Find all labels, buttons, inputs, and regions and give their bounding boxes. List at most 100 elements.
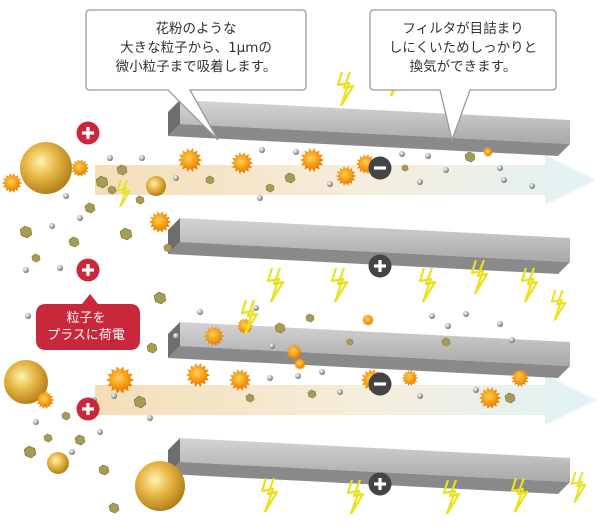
small-particle-icon xyxy=(147,415,153,421)
callout-right-line3: 換気ができます。 xyxy=(409,59,517,75)
plus-icon xyxy=(368,254,392,278)
small-particle-icon xyxy=(107,155,113,161)
lightning-icon xyxy=(346,480,365,514)
olive-particle-icon xyxy=(245,393,255,403)
olive-particle-icon xyxy=(95,175,109,189)
olive-particle-icon xyxy=(74,434,86,446)
olive-particle-icon xyxy=(119,227,133,241)
small-particle-icon xyxy=(257,195,263,201)
spiky-particle-icon xyxy=(229,369,251,391)
olive-particle-icon xyxy=(98,464,110,476)
olive-particle-icon xyxy=(274,322,286,334)
callout-right-line2: しにくいためしっかりと xyxy=(388,40,538,56)
small-particle-icon xyxy=(49,223,55,229)
callout-left-line2: 大きな粒子から、1μmの xyxy=(120,40,272,56)
collector-plates xyxy=(168,100,570,494)
plus-icon xyxy=(76,258,100,282)
small-particle-icon xyxy=(425,153,431,159)
olive-particle-icon xyxy=(305,313,315,323)
olive-particle-icon xyxy=(265,183,275,193)
small-particle-icon xyxy=(139,155,145,161)
charge-label-bubble xyxy=(36,294,140,350)
small-particle-icon xyxy=(57,265,63,271)
callout-left-text: 花粉のような 大きな粒子から、1μmの 微小粒子まで吸着します。 xyxy=(86,20,306,77)
spiky-particle-icon xyxy=(362,314,374,326)
pollen-icon xyxy=(20,142,72,194)
small-particle-icon xyxy=(173,333,179,339)
olive-particle-icon xyxy=(108,502,120,514)
spiky-particle-icon xyxy=(479,387,501,409)
collector-plate-2 xyxy=(168,218,570,274)
charge-label-line1: 粒子を xyxy=(66,311,106,326)
olive-particle-icon xyxy=(68,236,80,248)
spiky-particle-icon xyxy=(294,358,306,370)
callout-left-line1: 花粉のような xyxy=(155,21,237,37)
small-particle-icon xyxy=(417,179,423,185)
spiky-particle-icon xyxy=(231,152,253,174)
pollen-icon xyxy=(4,360,48,404)
spiky-particle-icon xyxy=(106,366,134,394)
small-particle-icon xyxy=(69,449,75,455)
lightning-icon xyxy=(260,478,279,512)
collector-plate-3 xyxy=(168,322,570,378)
olive-particle-icon xyxy=(84,202,96,214)
small-particle-icon xyxy=(443,167,449,173)
spiky-particle-icon xyxy=(36,391,54,409)
airflow-arrow-bottom xyxy=(95,375,596,425)
small-particle-icon xyxy=(111,393,117,399)
charge-label-line2: プラスに荷電 xyxy=(47,328,125,343)
small-particle-icon xyxy=(23,267,29,273)
spiky-particle-icon xyxy=(2,173,22,193)
small-particle-icon xyxy=(77,215,83,221)
small-particle-icon xyxy=(63,193,69,199)
spiky-particle-icon xyxy=(483,147,493,157)
olive-particle-icon xyxy=(441,337,451,347)
small-particle-icon xyxy=(399,151,405,157)
pollen-icon xyxy=(135,461,185,511)
olive-particle-icon xyxy=(23,445,37,459)
pollen-icon xyxy=(47,452,69,474)
plus-icon xyxy=(76,121,100,145)
small-particle-icon xyxy=(269,343,275,349)
lightning-icon xyxy=(550,290,567,321)
small-particle-icon xyxy=(259,147,265,153)
lightning-icon xyxy=(520,268,539,302)
small-particle-icon xyxy=(501,177,507,183)
spiky-particle-icon xyxy=(300,148,324,172)
plus-icon xyxy=(368,472,392,496)
small-particle-icon xyxy=(509,337,515,343)
small-particle-icon xyxy=(25,313,31,319)
lightning-icon xyxy=(330,268,349,302)
small-particle-icon xyxy=(253,305,259,311)
minus-icon xyxy=(368,156,392,180)
small-particle-icon xyxy=(173,175,179,181)
small-particle-icon xyxy=(319,369,325,375)
spiky-particle-icon xyxy=(286,344,302,360)
minus-icon xyxy=(368,372,392,396)
callout-left-bubble xyxy=(85,9,307,141)
lightning-icon xyxy=(266,268,285,302)
olive-particle-icon xyxy=(146,342,158,354)
spiky-particle-icon xyxy=(149,211,171,233)
charge-label-text: 粒子を プラスに荷電 xyxy=(38,310,134,344)
olive-particle-icon xyxy=(61,411,71,421)
callout-right-line1: フィルタが目詰まり xyxy=(402,21,524,37)
spiky-particle-icon xyxy=(178,148,202,172)
callout-left-line3: 微小粒子まで吸着します。 xyxy=(115,59,277,75)
spiky-particle-icon xyxy=(204,326,224,346)
small-particle-icon xyxy=(497,165,503,171)
olive-particle-icon xyxy=(464,151,476,163)
small-particle-icon xyxy=(293,149,299,155)
callout-right-text: フィルタが目詰まり しにくいためしっかりと 換気ができます。 xyxy=(370,20,556,77)
small-particle-icon xyxy=(463,311,469,317)
collector-plate-1 xyxy=(168,100,570,156)
small-particle-icon xyxy=(327,181,333,187)
small-particle-icon xyxy=(267,375,273,381)
small-particle-icon xyxy=(429,313,435,319)
lightning-icon xyxy=(418,268,437,302)
small-particle-icon xyxy=(197,309,203,315)
olive-particle-icon xyxy=(307,389,317,399)
lightning-icon xyxy=(336,72,355,106)
small-particle-icon xyxy=(337,389,343,395)
